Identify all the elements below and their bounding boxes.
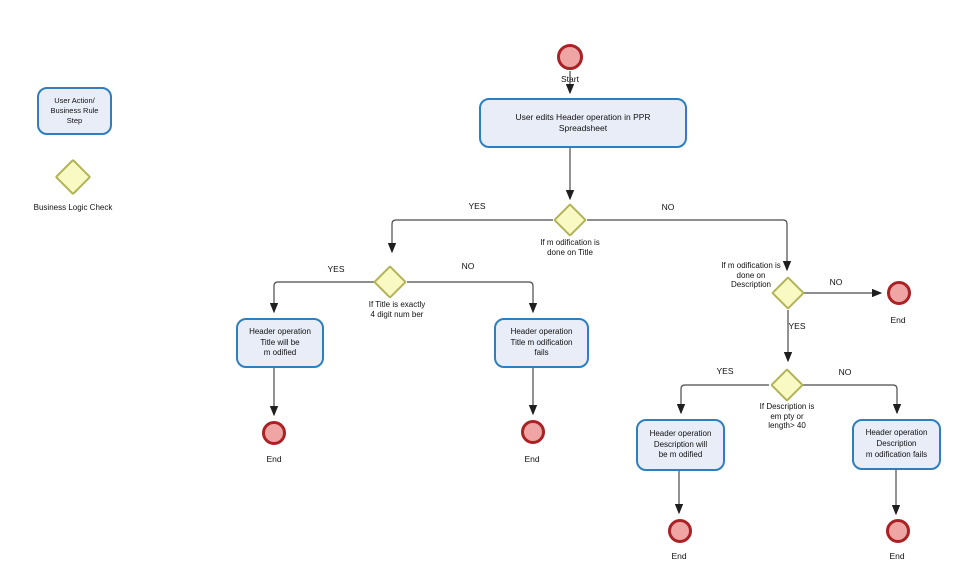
- end-event-title-fails-icon: [521, 420, 545, 444]
- legend-check-label: Business Logic Check: [33, 203, 113, 212]
- end-event-title-modified-icon: [262, 421, 286, 445]
- edge-label-format-yes: YES: [327, 264, 345, 274]
- legend-step-box: User Action/ Business Rule Step: [37, 87, 112, 135]
- decision-description-length-label: If Description is em pty or length> 40: [759, 402, 815, 431]
- end-label-title-modified: End: [266, 454, 282, 464]
- decision-description-label: If m odification is done on Description: [721, 261, 781, 290]
- end-event-description-no-icon: [887, 281, 911, 305]
- end-event-description-fails-icon: [886, 519, 910, 543]
- edge-label-description-no: NO: [829, 277, 843, 287]
- edge-format-no: [407, 281, 538, 314]
- decision-title-format-label: If Title is exactly 4 digit num ber: [368, 300, 426, 319]
- edge-title-no: [587, 219, 792, 272]
- edge-format-yes: [269, 281, 374, 314]
- edge-length-yes: [676, 384, 769, 415]
- edge-label-format-no: NO: [461, 261, 475, 271]
- task-description-fails: Header operation Description m odificati…: [852, 419, 941, 470]
- end-label-description-fails: End: [889, 551, 905, 561]
- decision-title-label: If m odification is done on Title: [540, 238, 600, 257]
- edge-label-title-no: NO: [661, 202, 675, 212]
- task-description-modified: Header operation Description will be m o…: [636, 419, 725, 471]
- end-label-description-no: End: [890, 315, 906, 325]
- edge-length-no: [803, 384, 902, 415]
- edge-label-length-no: NO: [838, 367, 852, 377]
- start-event-icon: [557, 44, 583, 70]
- end-label-title-fails: End: [524, 454, 540, 464]
- edge-title-yes: [387, 219, 553, 254]
- task-edit-header: User edits Header operation in PPR Sprea…: [479, 98, 687, 148]
- edge-label-description-yes: YES: [788, 321, 806, 331]
- edge-label-length-yes: YES: [716, 366, 734, 376]
- start-label: Start: [561, 74, 579, 84]
- task-title-fails: Header operation Title m odification fai…: [494, 318, 589, 368]
- end-label-description-modified: End: [671, 551, 687, 561]
- edge-label-title-yes: YES: [468, 201, 486, 211]
- task-title-modified: Header operation Title will be m odified: [236, 318, 324, 368]
- end-event-description-modified-icon: [668, 519, 692, 543]
